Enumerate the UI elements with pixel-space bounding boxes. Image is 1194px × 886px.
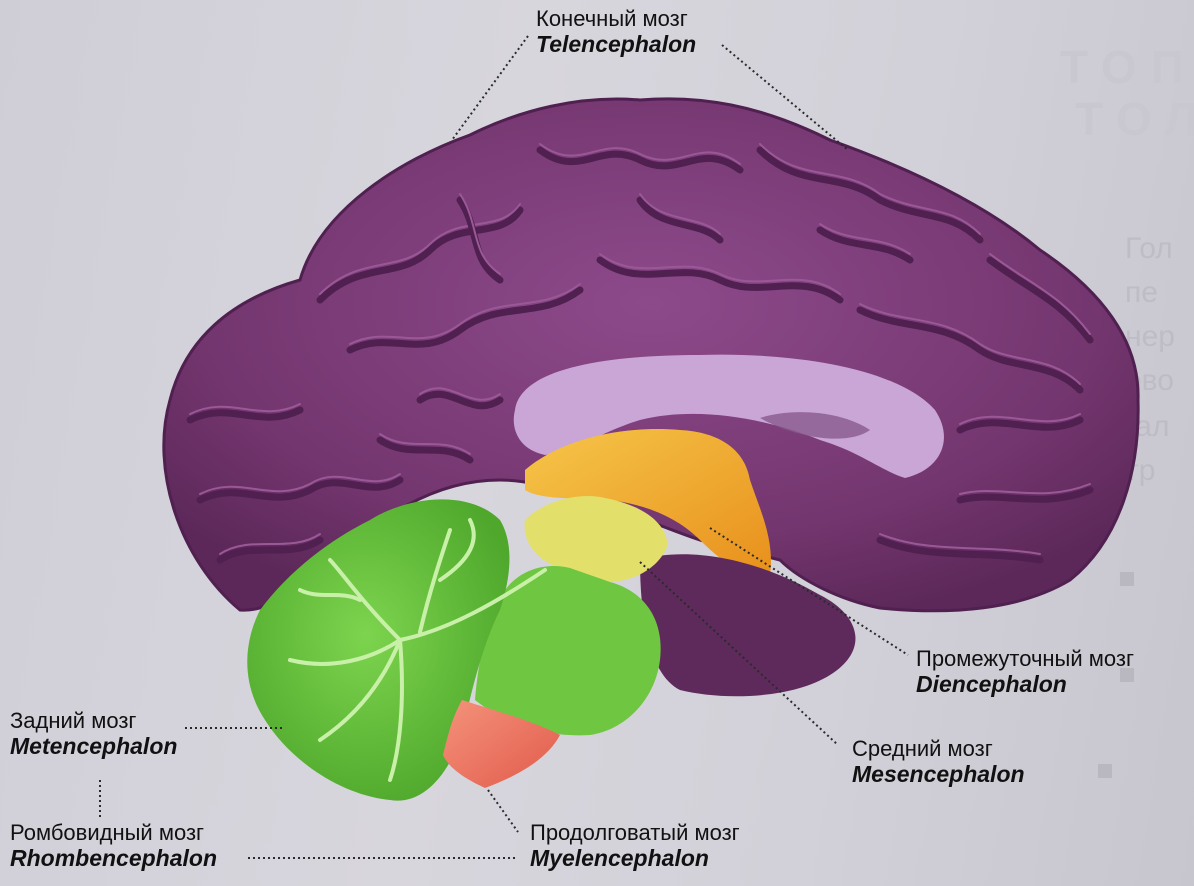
- leader-myelencephalon: [488, 790, 518, 832]
- label-metencephalon: Задний мозг Metencephalon: [10, 708, 177, 760]
- label-rhombencephalon-ru: Ромбовидный мозг: [10, 820, 217, 845]
- label-telencephalon-ru: Конечный мозг: [536, 6, 696, 31]
- label-rhombencephalon-la: Rhombencephalon: [10, 845, 217, 871]
- label-diencephalon-la: Diencephalon: [916, 671, 1134, 697]
- label-myelencephalon-la: Myelencephalon: [530, 845, 740, 871]
- label-diencephalon: Промежуточный мозг Diencephalon: [916, 646, 1134, 698]
- label-mesencephalon-ru: Средний мозг: [852, 736, 1025, 761]
- label-mesencephalon: Средний мозг Mesencephalon: [852, 736, 1025, 788]
- label-myelencephalon-ru: Продолговатый мозг: [530, 820, 740, 845]
- label-telencephalon-la: Telencephalon: [536, 31, 696, 57]
- label-telencephalon: Конечный мозг Telencephalon: [536, 6, 696, 58]
- label-myelencephalon: Продолговатый мозг Myelencephalon: [530, 820, 740, 872]
- label-metencephalon-la: Metencephalon: [10, 733, 177, 759]
- label-diencephalon-ru: Промежуточный мозг: [916, 646, 1134, 671]
- label-metencephalon-ru: Задний мозг: [10, 708, 177, 733]
- label-mesencephalon-la: Mesencephalon: [852, 761, 1025, 787]
- label-rhombencephalon: Ромбовидный мозг Rhombencephalon: [10, 820, 217, 872]
